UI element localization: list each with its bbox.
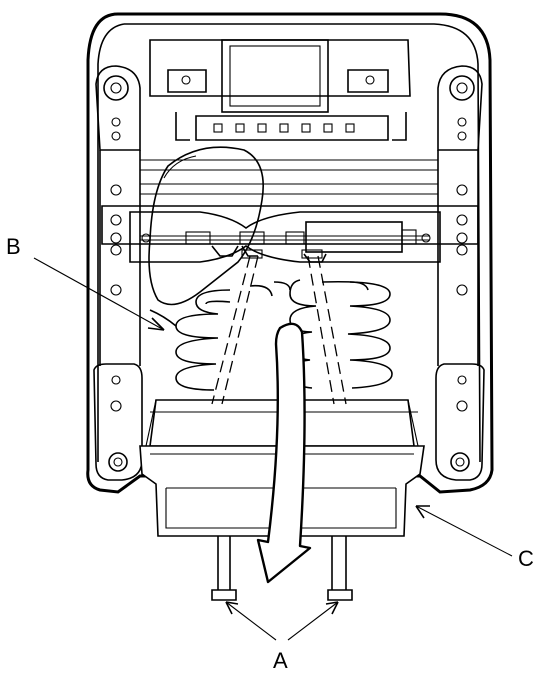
side-rails [99,150,479,366]
right-lower-bracket [435,363,485,481]
lumbar-pad [148,146,264,306]
right-upper-bracket [437,65,483,151]
left-upper-bracket [95,65,141,151]
cable-guides [211,249,347,405]
seat-back-frame [86,12,494,494]
guide-tubes [211,536,353,601]
label-a: A [273,648,288,673]
lumbar-mechanism [101,205,479,263]
label-b: B [6,234,21,259]
left-lower-bracket [93,363,143,481]
label-c: C [518,546,534,571]
wavy-springs [149,279,393,391]
removal-direction-arrow [256,322,312,584]
leader-lines [33,257,513,641]
